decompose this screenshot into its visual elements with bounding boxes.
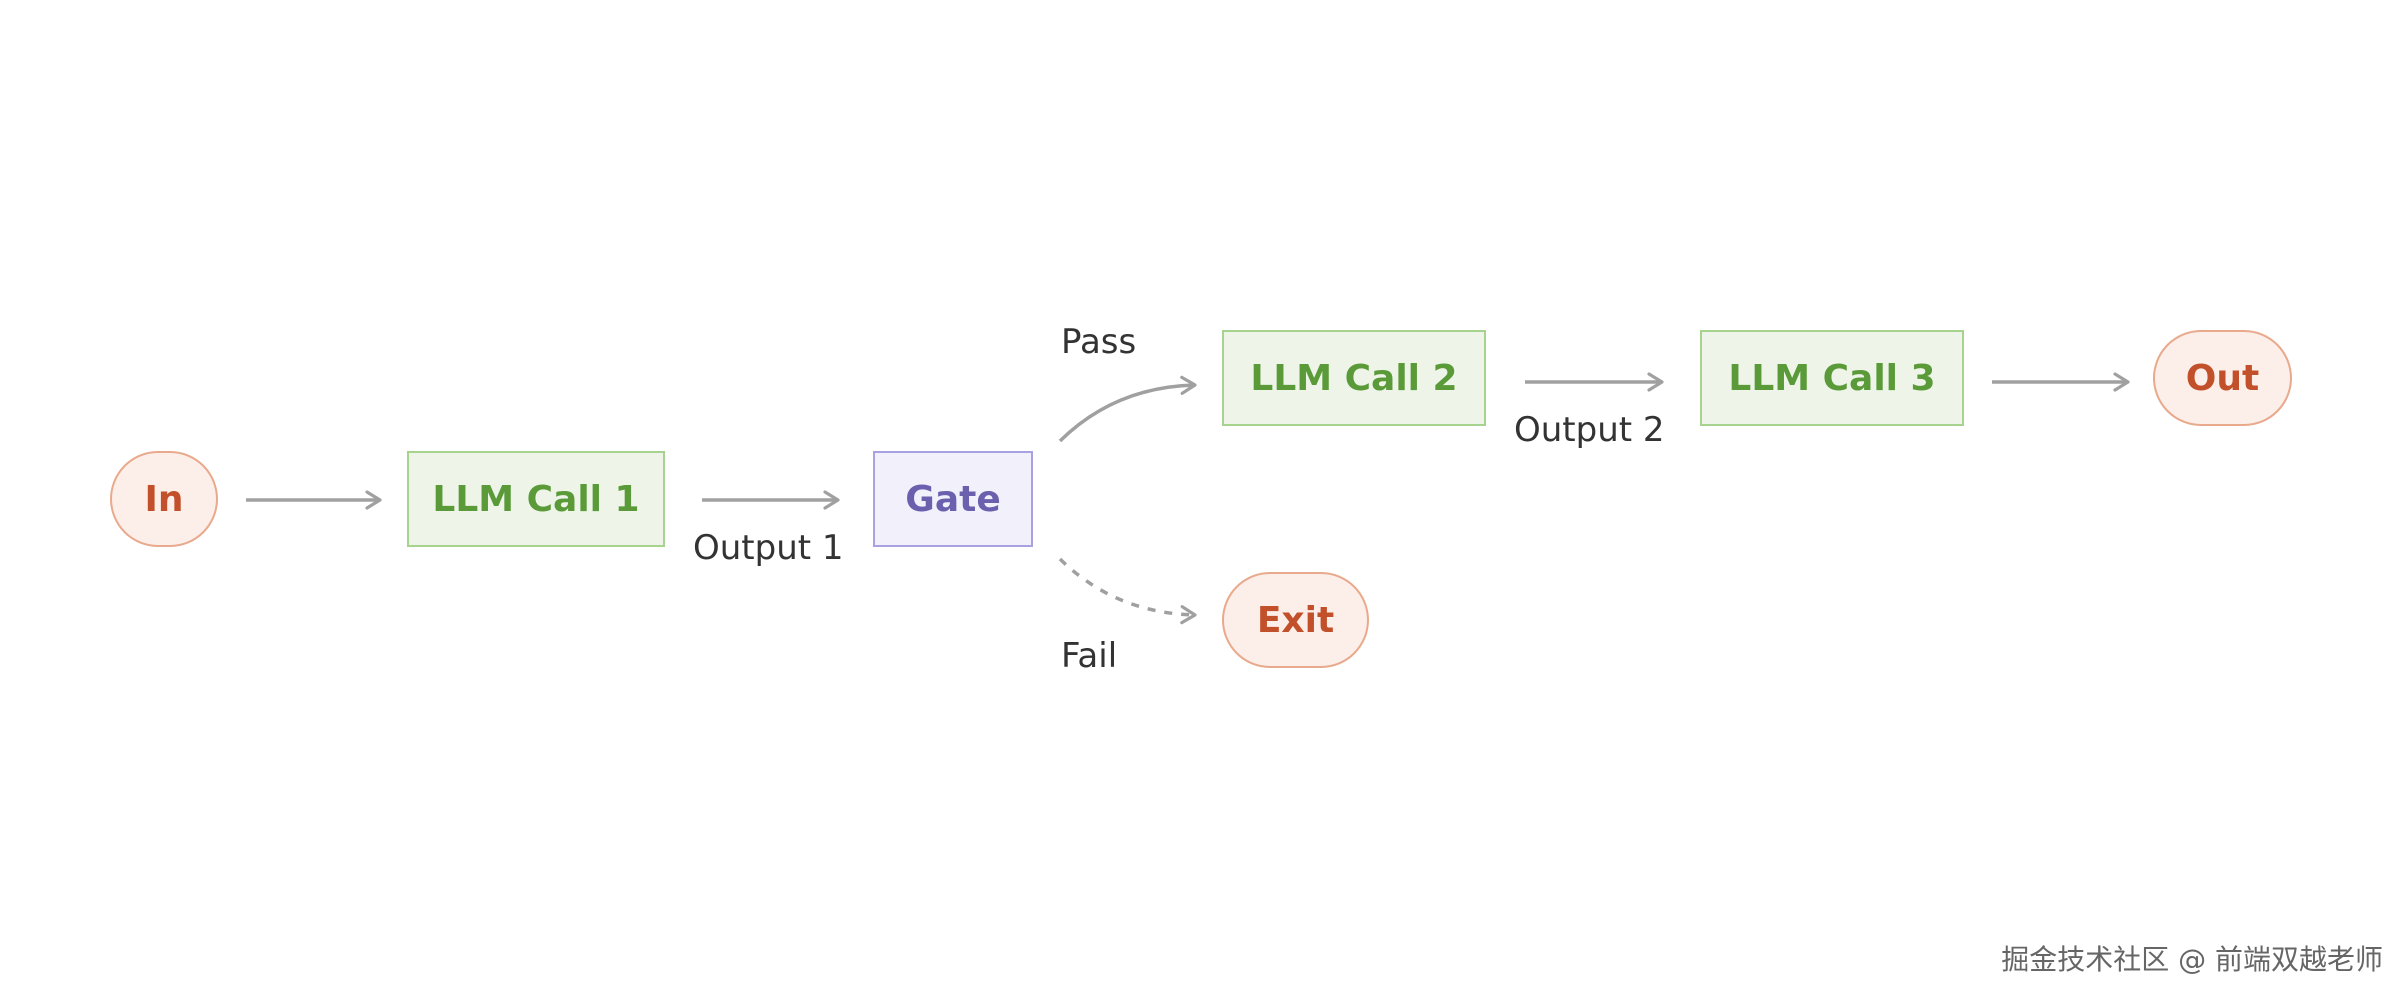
exit-node-label: Exit — [1256, 599, 1335, 641]
arrow-gate-to-llm-call-2-pass — [1058, 375, 1197, 443]
arrow-gate-to-exit-fail — [1058, 557, 1197, 625]
llm-call-3-label: LLM Call 3 — [1728, 357, 1936, 399]
out-node-label: Out — [2185, 357, 2260, 399]
out-node: Out — [2153, 330, 2292, 426]
in-node: In — [110, 451, 218, 547]
llm-call-2-label: LLM Call 2 — [1250, 357, 1458, 399]
gate-label: Gate — [905, 478, 1001, 520]
pass-label: Pass — [1061, 322, 1137, 362]
gate-node: Gate — [873, 451, 1033, 547]
llm-call-1-node: LLM Call 1 — [407, 451, 665, 547]
llm-call-3-node: LLM Call 3 — [1700, 330, 1964, 426]
llm-call-2-node: LLM Call 2 — [1222, 330, 1486, 426]
output-2-label: Output 2 — [1514, 410, 1665, 450]
in-node-label: In — [144, 478, 184, 520]
output-1-label: Output 1 — [693, 528, 844, 568]
llm-call-1-label: LLM Call 1 — [432, 478, 640, 520]
exit-node: Exit — [1222, 572, 1369, 668]
fail-label: Fail — [1061, 636, 1118, 676]
watermark-text: 掘金技术社区 @ 前端双越老师 — [2001, 943, 2383, 976]
